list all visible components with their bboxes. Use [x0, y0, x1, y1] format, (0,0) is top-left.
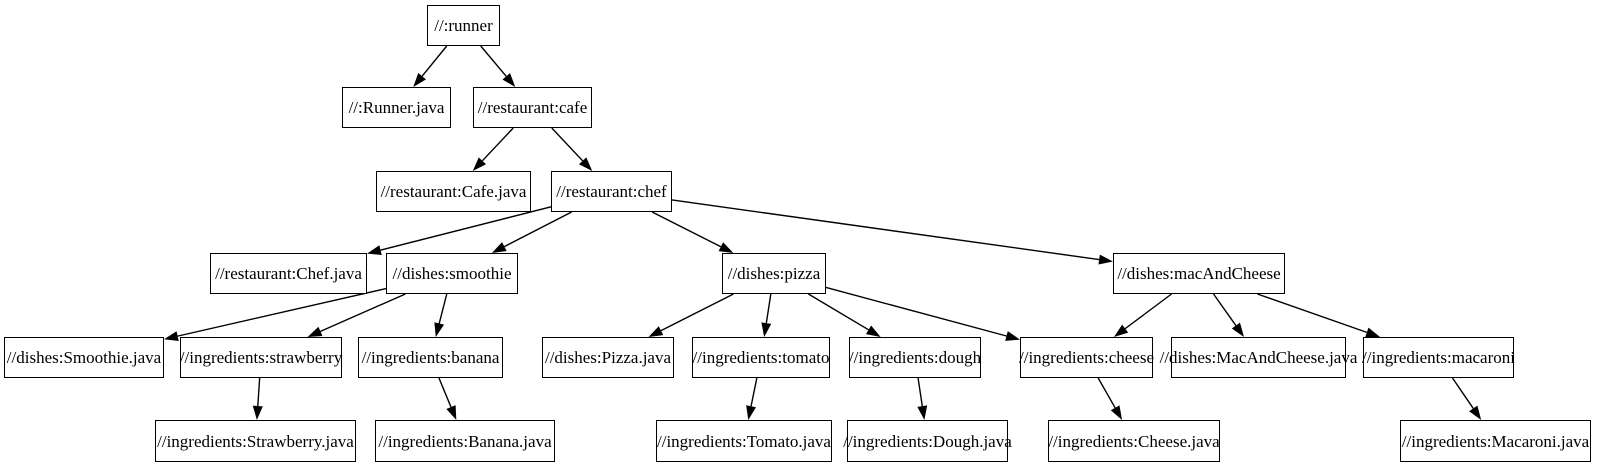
- graph-node-label: //ingredients:strawberry: [179, 348, 343, 367]
- graph-node-label: //ingredients:banana: [361, 348, 500, 367]
- graph-node-label: //dishes:smoothie: [392, 264, 512, 283]
- edge-macaroni-to-macaroni_java: [1451, 377, 1474, 409]
- graph-node-banana_java: //ingredients:Banana.java: [375, 420, 555, 462]
- arrowhead-mac-to-cheese: [1113, 324, 1129, 337]
- graph-node-dough_java: //ingredients:Dough.java: [843, 420, 1012, 462]
- arrowhead-macaroni-to-macaroni_java: [1469, 405, 1482, 420]
- graph-node-macaroni: //ingredients:macaroni: [1362, 337, 1515, 378]
- edge-pizza-to-cheese: [825, 286, 1007, 337]
- graph-node-pizza_java: //dishes:Pizza.java: [542, 337, 674, 378]
- arrowhead-runner-to-runner_java: [413, 72, 426, 87]
- arrowhead-smoothie-to-smoothie_java: [164, 331, 179, 341]
- graph-node-smoothie_java: //dishes:Smoothie.java: [4, 337, 164, 378]
- graph-node-cafe: //restaurant:cafe: [473, 87, 592, 128]
- edge-smoothie-to-smoothie_java: [177, 287, 387, 337]
- edge-cheese-to-cheese_java: [1097, 377, 1116, 409]
- edge-mac-to-cheese: [1124, 293, 1172, 330]
- arrowhead-mac-to-mac_java: [1231, 322, 1244, 337]
- graph-node-label: //ingredients:tomato: [692, 348, 830, 367]
- edge-chef-to-smoothie: [504, 211, 572, 248]
- arrowhead-cafe-to-cafe_java: [472, 157, 487, 171]
- arrowhead-tomato-to-tomato_java: [746, 405, 756, 420]
- graph-node-chef: //restaurant:chef: [551, 171, 672, 212]
- edge-mac-to-mac_java: [1212, 293, 1237, 326]
- graph-node-label: //dishes:MacAndCheese.java: [1159, 348, 1358, 367]
- graph-node-label: //dishes:Smoothie.java: [6, 348, 162, 367]
- graph-node-label: //:runner: [434, 16, 493, 35]
- graph-node-label: //ingredients:dough: [848, 348, 982, 367]
- edge-strawberry-to-strawberry_java: [257, 377, 261, 407]
- graph-node-label: //restaurant:cafe: [477, 98, 588, 117]
- graph-node-label: //dishes:Pizza.java: [544, 348, 672, 367]
- edge-smoothie-to-strawberry: [320, 293, 406, 333]
- graph-node-label: //ingredients:macaroni: [1362, 348, 1515, 367]
- graph-node-label: //dishes:pizza: [727, 264, 821, 283]
- graph-node-cheese: //ingredients:cheese: [1019, 337, 1155, 378]
- graph-node-strawberry_java: //ingredients:Strawberry.java: [155, 420, 356, 462]
- graph-node-cafe_java: //restaurant:Cafe.java: [376, 171, 531, 212]
- graph-node-label: //ingredients:Banana.java: [378, 431, 552, 451]
- arrowhead-chef-to-smoothie: [491, 242, 507, 253]
- arrowhead-dough-to-dough_java: [917, 405, 928, 420]
- edge-chef-to-chef_java: [380, 206, 552, 251]
- arrowhead-banana-to-banana_java: [446, 405, 457, 420]
- edge-dough-to-dough_java: [917, 377, 923, 407]
- arrowhead-chef-to-pizza: [718, 242, 734, 253]
- graph-node-label: //ingredients:Dough.java: [843, 431, 1012, 451]
- graph-node-label: //restaurant:Chef.java: [215, 264, 362, 283]
- edge-pizza-to-tomato: [765, 293, 772, 324]
- arrowhead-chef-to-chef_java: [367, 245, 382, 255]
- graph-node-label: //:Runner.java: [348, 98, 445, 117]
- edge-chef-to-mac: [671, 199, 1100, 261]
- graph-node-macaroni_java: //ingredients:Macaroni.java: [1400, 420, 1591, 462]
- graph-node-mac: //dishes:macAndCheese: [1113, 253, 1285, 294]
- arrowhead-smoothie-to-strawberry: [307, 326, 323, 337]
- graph-node-smoothie: //dishes:smoothie: [386, 253, 518, 294]
- graph-node-chef_java: //restaurant:Chef.java: [210, 253, 367, 294]
- arrowhead-cheese-to-cheese_java: [1110, 405, 1123, 420]
- edge-smoothie-to-banana: [438, 293, 448, 324]
- arrowhead-runner-to-cafe: [502, 73, 516, 87]
- graph-node-label: //restaurant:chef: [556, 182, 667, 201]
- arrowhead-mac-to-macaroni: [1365, 327, 1381, 338]
- arrowhead-pizza-to-tomato: [761, 322, 772, 337]
- graph-node-label: //ingredients:Cheese.java: [1048, 431, 1220, 451]
- edge-pizza-to-dough: [808, 293, 869, 331]
- edge-chef-to-pizza: [651, 211, 722, 248]
- graph-node-label: //ingredients:cheese: [1019, 348, 1155, 367]
- arrowhead-chef-to-mac: [1098, 254, 1113, 265]
- edge-runner-to-runner_java: [421, 45, 448, 77]
- graph-node-pizza: //dishes:pizza: [722, 253, 826, 294]
- edge-banana-to-banana_java: [438, 377, 452, 408]
- arrowhead-pizza-to-pizza_java: [648, 326, 664, 337]
- graph-node-label: //dishes:macAndCheese: [1117, 264, 1281, 283]
- graph-node-banana: //ingredients:banana: [358, 337, 503, 378]
- arrowhead-smoothie-to-banana: [434, 322, 445, 337]
- graph-node-label: //ingredients:Strawberry.java: [157, 431, 354, 451]
- edge-pizza-to-pizza_java: [660, 293, 734, 332]
- edge-cafe-to-chef: [551, 127, 584, 162]
- edge-mac-to-macaroni: [1257, 293, 1368, 334]
- edge-runner-to-cafe: [480, 45, 507, 77]
- arrowhead-strawberry-to-strawberry_java: [252, 405, 263, 420]
- graph-node-tomato_java: //ingredients:Tomato.java: [656, 420, 832, 462]
- graph-node-runner: //:runner: [427, 5, 500, 46]
- edge-cafe-to-cafe_java: [481, 127, 514, 162]
- graph-node-runner_java: //:Runner.java: [342, 87, 451, 128]
- arrowhead-cafe-to-chef: [578, 157, 593, 171]
- arrowhead-pizza-to-dough: [866, 325, 881, 337]
- graph-node-mac_java: //dishes:MacAndCheese.java: [1160, 337, 1357, 378]
- graph-node-label: //ingredients:Tomato.java: [657, 431, 831, 451]
- arrowhead-pizza-to-cheese: [1005, 331, 1020, 341]
- graph-node-tomato: //ingredients:tomato: [692, 337, 830, 378]
- graph-node-strawberry: //ingredients:strawberry: [180, 337, 342, 378]
- graph-node-dough: //ingredients:dough: [849, 337, 981, 378]
- graph-node-label: //restaurant:Cafe.java: [380, 182, 527, 201]
- graph-node-label: //ingredients:Macaroni.java: [1401, 431, 1590, 451]
- graph-node-cheese_java: //ingredients:Cheese.java: [1048, 420, 1220, 462]
- edge-tomato-to-tomato_java: [750, 377, 758, 407]
